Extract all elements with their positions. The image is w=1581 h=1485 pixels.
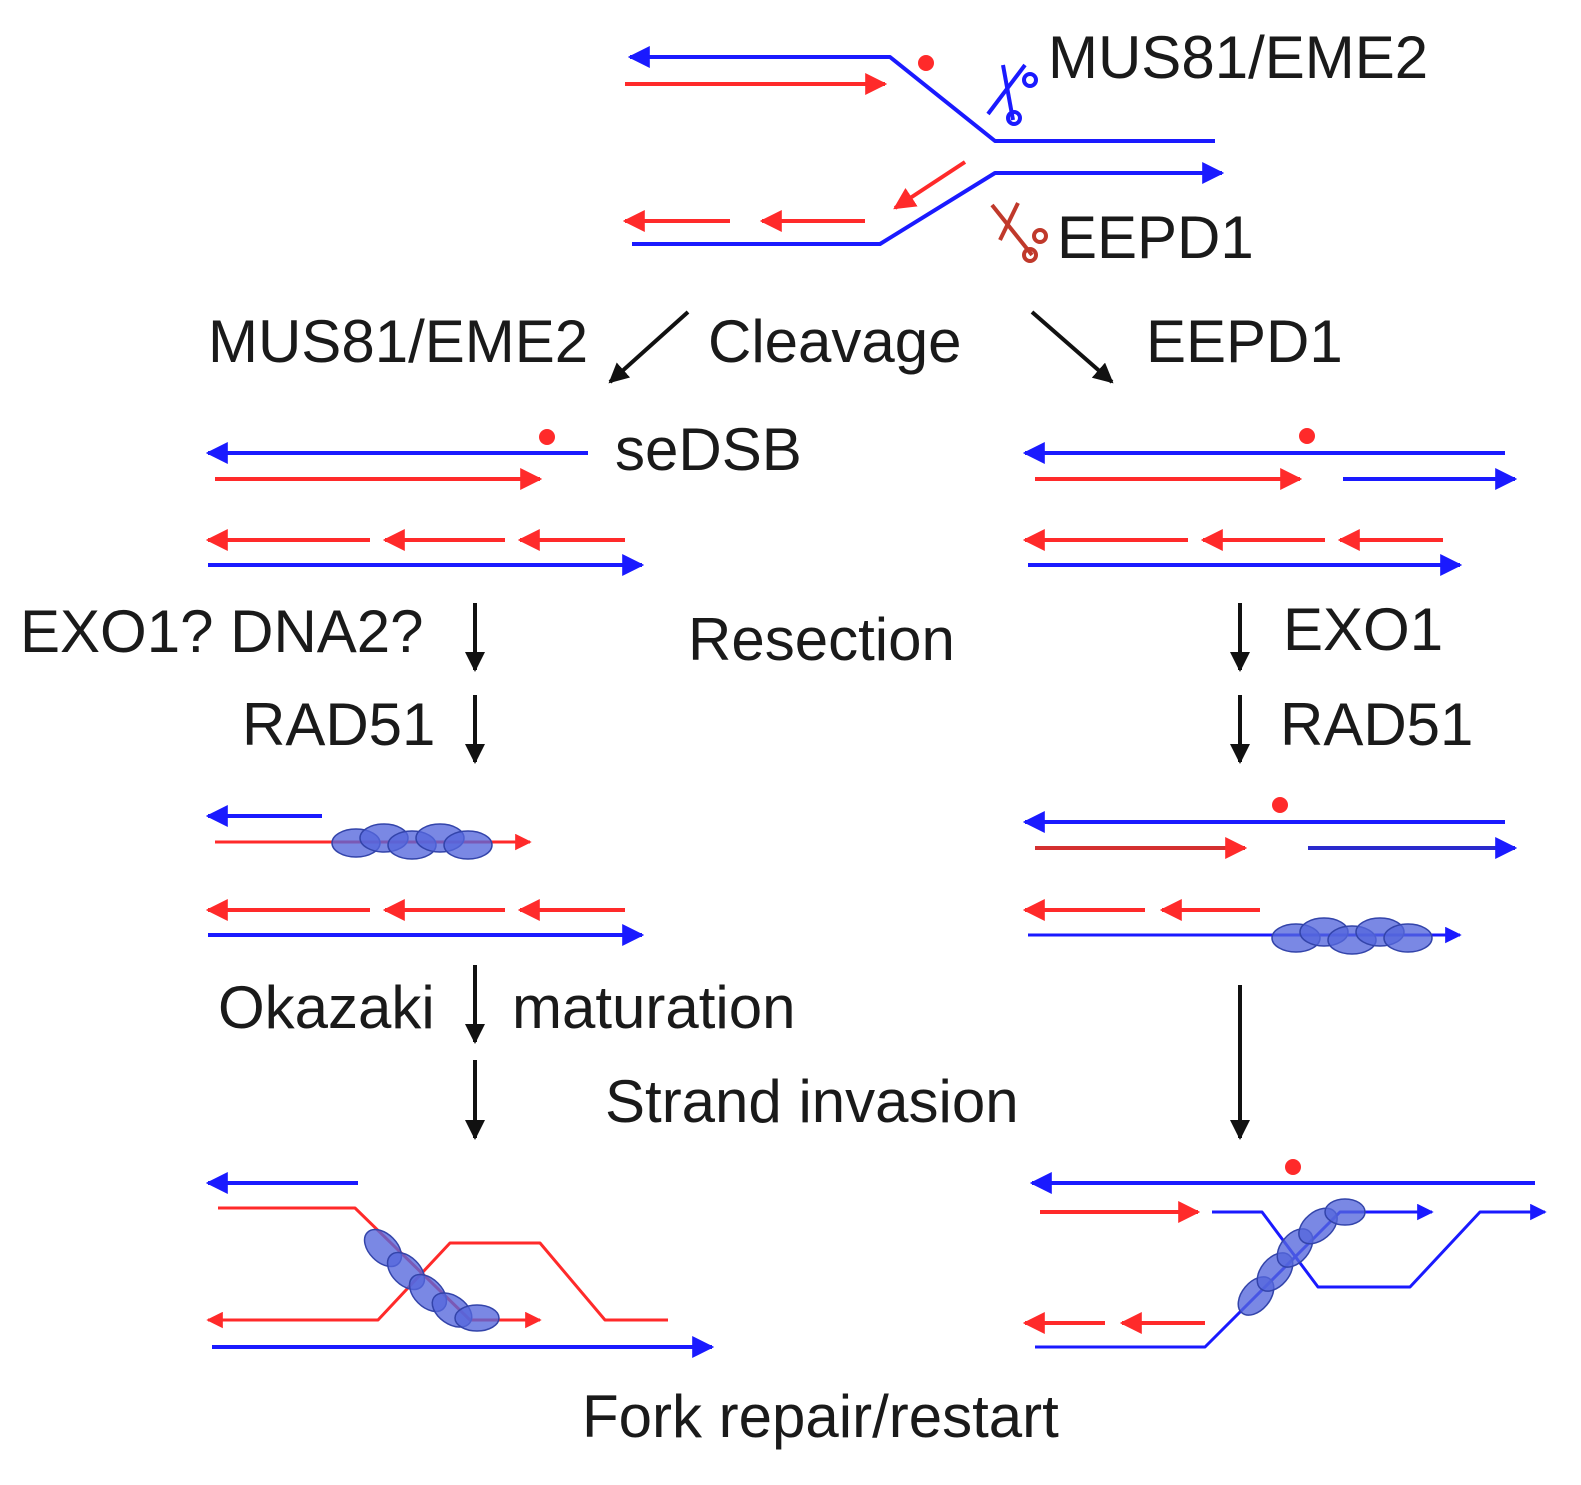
label-fork-repair: Fork repair/restart: [582, 1383, 1059, 1450]
rad51-protein: [1237, 1198, 1366, 1316]
right-dloop: [1022, 1159, 1547, 1349]
label-okazaki: Okazaki: [218, 974, 435, 1041]
fork-parental-strand-bottom: [632, 162, 1225, 246]
rad51-protein: [363, 1228, 500, 1332]
label-resection: Resection: [688, 606, 955, 673]
rad51-protein: [1271, 917, 1433, 955]
scissors-icon: [990, 202, 1048, 263]
right-rad51-filament: [1022, 797, 1518, 955]
lesion-dot-icon: [1285, 1159, 1301, 1175]
label-cleavage: Cleavage: [708, 308, 962, 375]
left-rad51-filament: [205, 805, 645, 946]
fork-okazaki-1: [893, 160, 967, 210]
lesion-dot-icon: [918, 55, 934, 71]
arrow-left-branch: [608, 310, 690, 384]
rad51-protein: [331, 823, 493, 860]
resection-steps: EXO1? DNA2? RAD51 Resection EXO1 RAD51: [20, 596, 1473, 764]
invasion-steps: Okazaki maturation Strand invasion: [218, 965, 1250, 1140]
label-maturation: maturation: [512, 974, 795, 1041]
scissors-icon: [986, 63, 1038, 126]
lesion-dot-icon: [1272, 797, 1288, 813]
label-sedsb: seDSB: [615, 416, 802, 483]
label-strand-invasion: Strand invasion: [605, 1068, 1019, 1135]
label-left-exo: EXO1? DNA2?: [20, 598, 424, 665]
label-right-exo: EXO1: [1283, 596, 1443, 663]
stalled-fork: MUS81/EME2 EEPD1: [622, 24, 1428, 271]
lesion-dot-icon: [1299, 428, 1315, 444]
label-right-rad51: RAD51: [1280, 691, 1473, 758]
arrow-right-branch: [1030, 310, 1114, 384]
label-eepd1-branch: EEPD1: [1146, 308, 1343, 375]
left-sedsb: seDSB: [205, 416, 802, 576]
left-dloop: [205, 1172, 715, 1358]
branch-arrows: MUS81/EME2 Cleavage EEPD1: [208, 308, 1343, 384]
lesion-dot-icon: [539, 429, 555, 445]
right-nicked-fork: [1022, 428, 1518, 576]
label-mus81-top: MUS81/EME2: [1048, 24, 1428, 91]
label-eepd1-top: EEPD1: [1057, 204, 1254, 271]
label-mus81-branch: MUS81/EME2: [208, 308, 588, 375]
label-left-rad51: RAD51: [242, 691, 435, 758]
fork-parental-strand-top: [627, 46, 1215, 143]
